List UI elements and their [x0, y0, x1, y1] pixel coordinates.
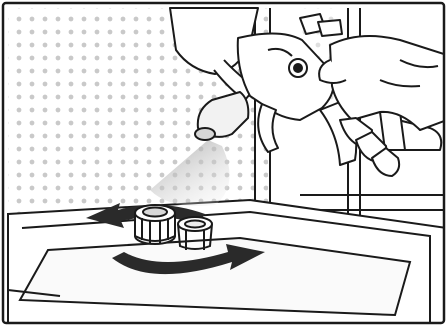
- air-cap: [135, 205, 175, 244]
